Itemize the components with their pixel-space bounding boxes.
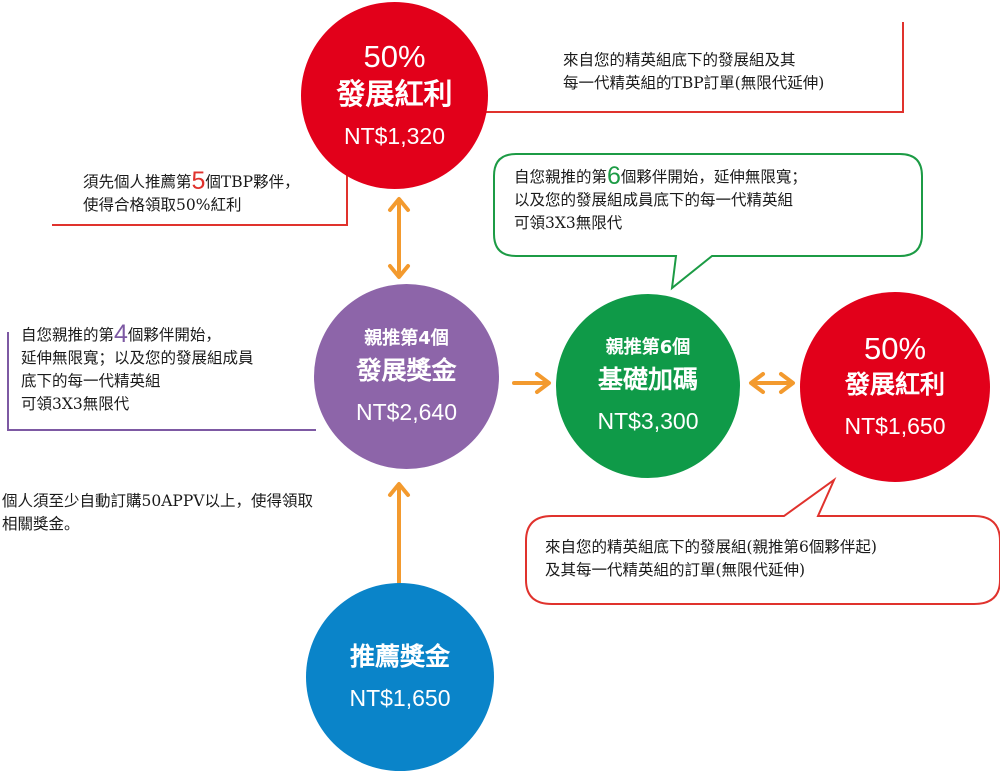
left-mid-note: 自您親推的第4個夥伴開始， 延伸無限寬；以及您的發展組成員 底下的每一代精英組 … xyxy=(21,322,254,416)
development-subtitle: 親推第4個 xyxy=(364,327,449,349)
base-code-subtitle: 親推第6個 xyxy=(605,337,691,358)
top-bonus-circle: 50% 發展紅利 NT$1,320 xyxy=(301,2,488,189)
top-left-note-number: 5 xyxy=(191,167,206,195)
green-bubble-note-line3: 可領3X3無限代 xyxy=(514,214,623,232)
base-code-title: 基礎加碼 xyxy=(597,365,698,394)
arrow-base-code-to-right-bonus xyxy=(749,372,795,394)
top-left-note-text-end: 個TBP夥伴， xyxy=(205,173,300,191)
development-amount: NT$2,640 xyxy=(355,398,457,425)
left-mid-note-line4: 可領3X3無限代 xyxy=(21,395,130,413)
right-bonus-title: 發展紅利 xyxy=(844,370,945,399)
right-bonus-circle: 50% 發展紅利 NT$1,650 xyxy=(800,292,990,482)
arrow-development-to-base-code xyxy=(512,372,551,394)
top-right-callout-line xyxy=(486,22,904,113)
green-bubble-note-text-end: 個夥伴開始，延伸無限寬； xyxy=(620,168,807,186)
development-title: 發展獎金 xyxy=(356,355,457,385)
right-bonus-percent: 50% xyxy=(863,331,927,366)
top-left-note-line2: 使得合格領取50%紅利 xyxy=(83,196,242,214)
top-bonus-title: 發展紅利 xyxy=(336,76,453,111)
development-circle: 親推第4個 發展獎金 NT$2,640 xyxy=(314,284,499,469)
left-mid-note-line1: 自您親推的第4個夥伴開始， xyxy=(21,322,254,347)
arrow-referral-to-development xyxy=(388,482,410,585)
top-bonus-percent: 50% xyxy=(363,38,426,74)
base-code-amount: NT$3,300 xyxy=(597,408,699,434)
green-bubble-note-number: 6 xyxy=(607,162,621,190)
arrow-development-to-top-bonus xyxy=(388,197,410,279)
left-mid-note-text: 自您親推的第 xyxy=(21,326,115,344)
green-speech-bubble xyxy=(493,153,923,291)
referral-amount: NT$1,650 xyxy=(349,685,451,711)
top-left-note-line1: 須先個人推薦第5個TBP夥伴， xyxy=(83,169,300,194)
left-mid-note-line2: 延伸無限寬；以及您的發展組成員 xyxy=(21,349,254,367)
left-bottom-note-line2: 相關獎金。 xyxy=(2,515,80,533)
red-bubble-note-line2: 及其每一代精英組的訂單(無限代延伸) xyxy=(545,561,806,579)
red-bubble-note: 來自您的精英組底下的發展組(親推第6個夥伴起) 及其每一代精英組的訂單(無限代延… xyxy=(545,536,877,582)
top-left-note-text: 須先個人推薦第 xyxy=(83,173,192,191)
top-right-note-line2: 每一代精英組的TBP訂單(無限代延伸) xyxy=(563,74,825,92)
top-right-note-line1: 來自您的精英組底下的發展組及其 xyxy=(563,51,796,69)
top-right-note: 來自您的精英組底下的發展組及其 每一代精英組的TBP訂單(無限代延伸) xyxy=(563,49,824,95)
green-bubble-note-text: 自您親推的第 xyxy=(514,168,608,186)
left-mid-callout-line xyxy=(7,332,316,431)
left-mid-note-number: 4 xyxy=(114,320,128,348)
red-speech-bubble xyxy=(525,477,1000,605)
green-bubble-note-line2: 以及您的發展組成員底下的每一代精英組 xyxy=(514,191,794,209)
base-code-circle: 親推第6個 基礎加碼 NT$3,300 xyxy=(556,294,740,478)
referral-circle: 推薦獎金 NT$1,650 xyxy=(306,583,494,771)
red-bubble-note-line1: 來自您的精英組底下的發展組(親推第6個夥伴起) xyxy=(545,538,877,556)
left-bottom-note: 個人須至少自動訂購50APPV以上，使得領取 相關獎金。 xyxy=(2,490,313,536)
green-bubble-note-line1: 自您親推的第6個夥伴開始，延伸無限寬； xyxy=(514,164,807,189)
top-bonus-amount: NT$1,320 xyxy=(343,122,445,149)
left-bottom-note-line1: 個人須至少自動訂購50APPV以上，使得領取 xyxy=(2,492,313,510)
top-left-note: 須先個人推薦第5個TBP夥伴， 使得合格領取50%紅利 xyxy=(83,169,300,217)
left-mid-note-text-end: 個夥伴開始， xyxy=(127,326,221,344)
green-bubble-note: 自您親推的第6個夥伴開始，延伸無限寬； 以及您的發展組成員底下的每一代精英組 可… xyxy=(514,164,807,235)
referral-title: 推薦獎金 xyxy=(349,642,450,671)
right-bonus-amount: NT$1,650 xyxy=(844,413,946,439)
left-mid-note-line3: 底下的每一代精英組 xyxy=(21,372,161,390)
